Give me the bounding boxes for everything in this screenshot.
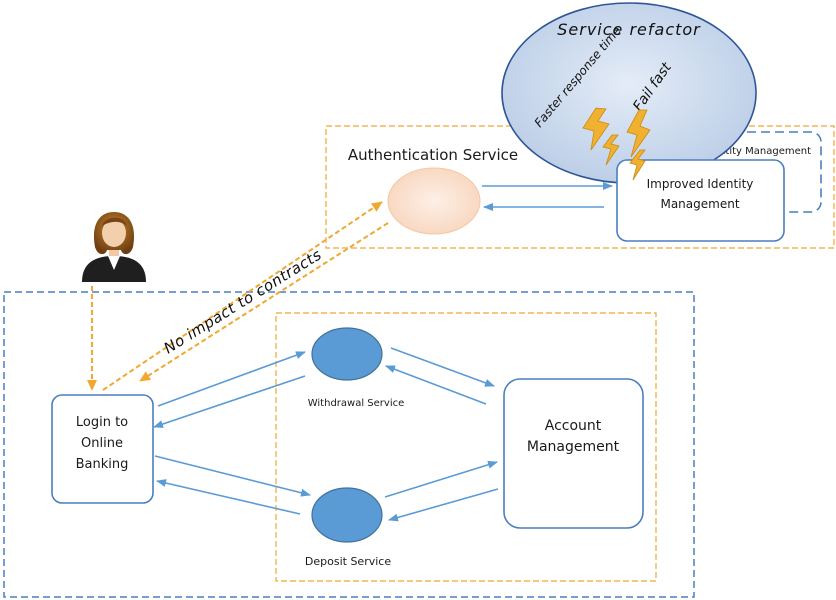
account-line1: Account <box>545 418 602 434</box>
lightning-bolt-icon <box>629 149 646 181</box>
arrow-login-to-auth <box>102 201 383 391</box>
cloud-title: Service refactor <box>557 20 701 39</box>
services-boundary <box>275 312 657 582</box>
arrow-withdrawal-to-login <box>153 375 306 428</box>
deposit-service-label: Deposit Service <box>305 555 391 568</box>
lightning-bolt-icon <box>626 109 651 158</box>
online-banking-boundary <box>3 291 695 598</box>
deposit-service-node[interactable] <box>311 487 383 543</box>
arrow-deposit-to-login <box>156 479 301 515</box>
arrow-auth-to-login <box>139 222 389 382</box>
authentication-service-node[interactable] <box>387 167 481 235</box>
no-impact-annotation: No impact to contracts <box>161 245 325 357</box>
lightning-bolt-icon <box>582 107 610 151</box>
login-line1: Login to <box>76 415 128 430</box>
arrow-login-to-withdrawal <box>157 351 306 407</box>
improved-identity-box[interactable] <box>616 159 785 242</box>
user-avatar-icon <box>82 212 146 282</box>
legacy-identity-label: Legacy Identity Management <box>665 146 811 157</box>
improved-identity-line1: Improved Identity <box>647 177 754 191</box>
arrow-account-to-withdrawal <box>385 365 487 405</box>
account-management-box[interactable] <box>503 378 644 529</box>
login-line2: Online <box>81 436 123 451</box>
login-online-banking-box[interactable] <box>51 394 154 504</box>
withdrawal-service-node[interactable] <box>311 327 383 381</box>
account-line2: Management <box>527 439 620 455</box>
arrow-account-to-deposit <box>388 488 499 522</box>
arrow-login-to-deposit <box>154 455 311 497</box>
lightning-bolt-icon <box>602 134 620 166</box>
login-line3: Banking <box>76 457 129 472</box>
authentication-service-label: Authentication Service <box>348 146 518 164</box>
arrow-withdrawal-to-account <box>390 347 495 387</box>
withdrawal-service-label: Withdrawal Service <box>308 398 405 409</box>
improved-identity-line2: Management <box>660 197 739 211</box>
arrow-deposit-to-account <box>384 460 498 498</box>
